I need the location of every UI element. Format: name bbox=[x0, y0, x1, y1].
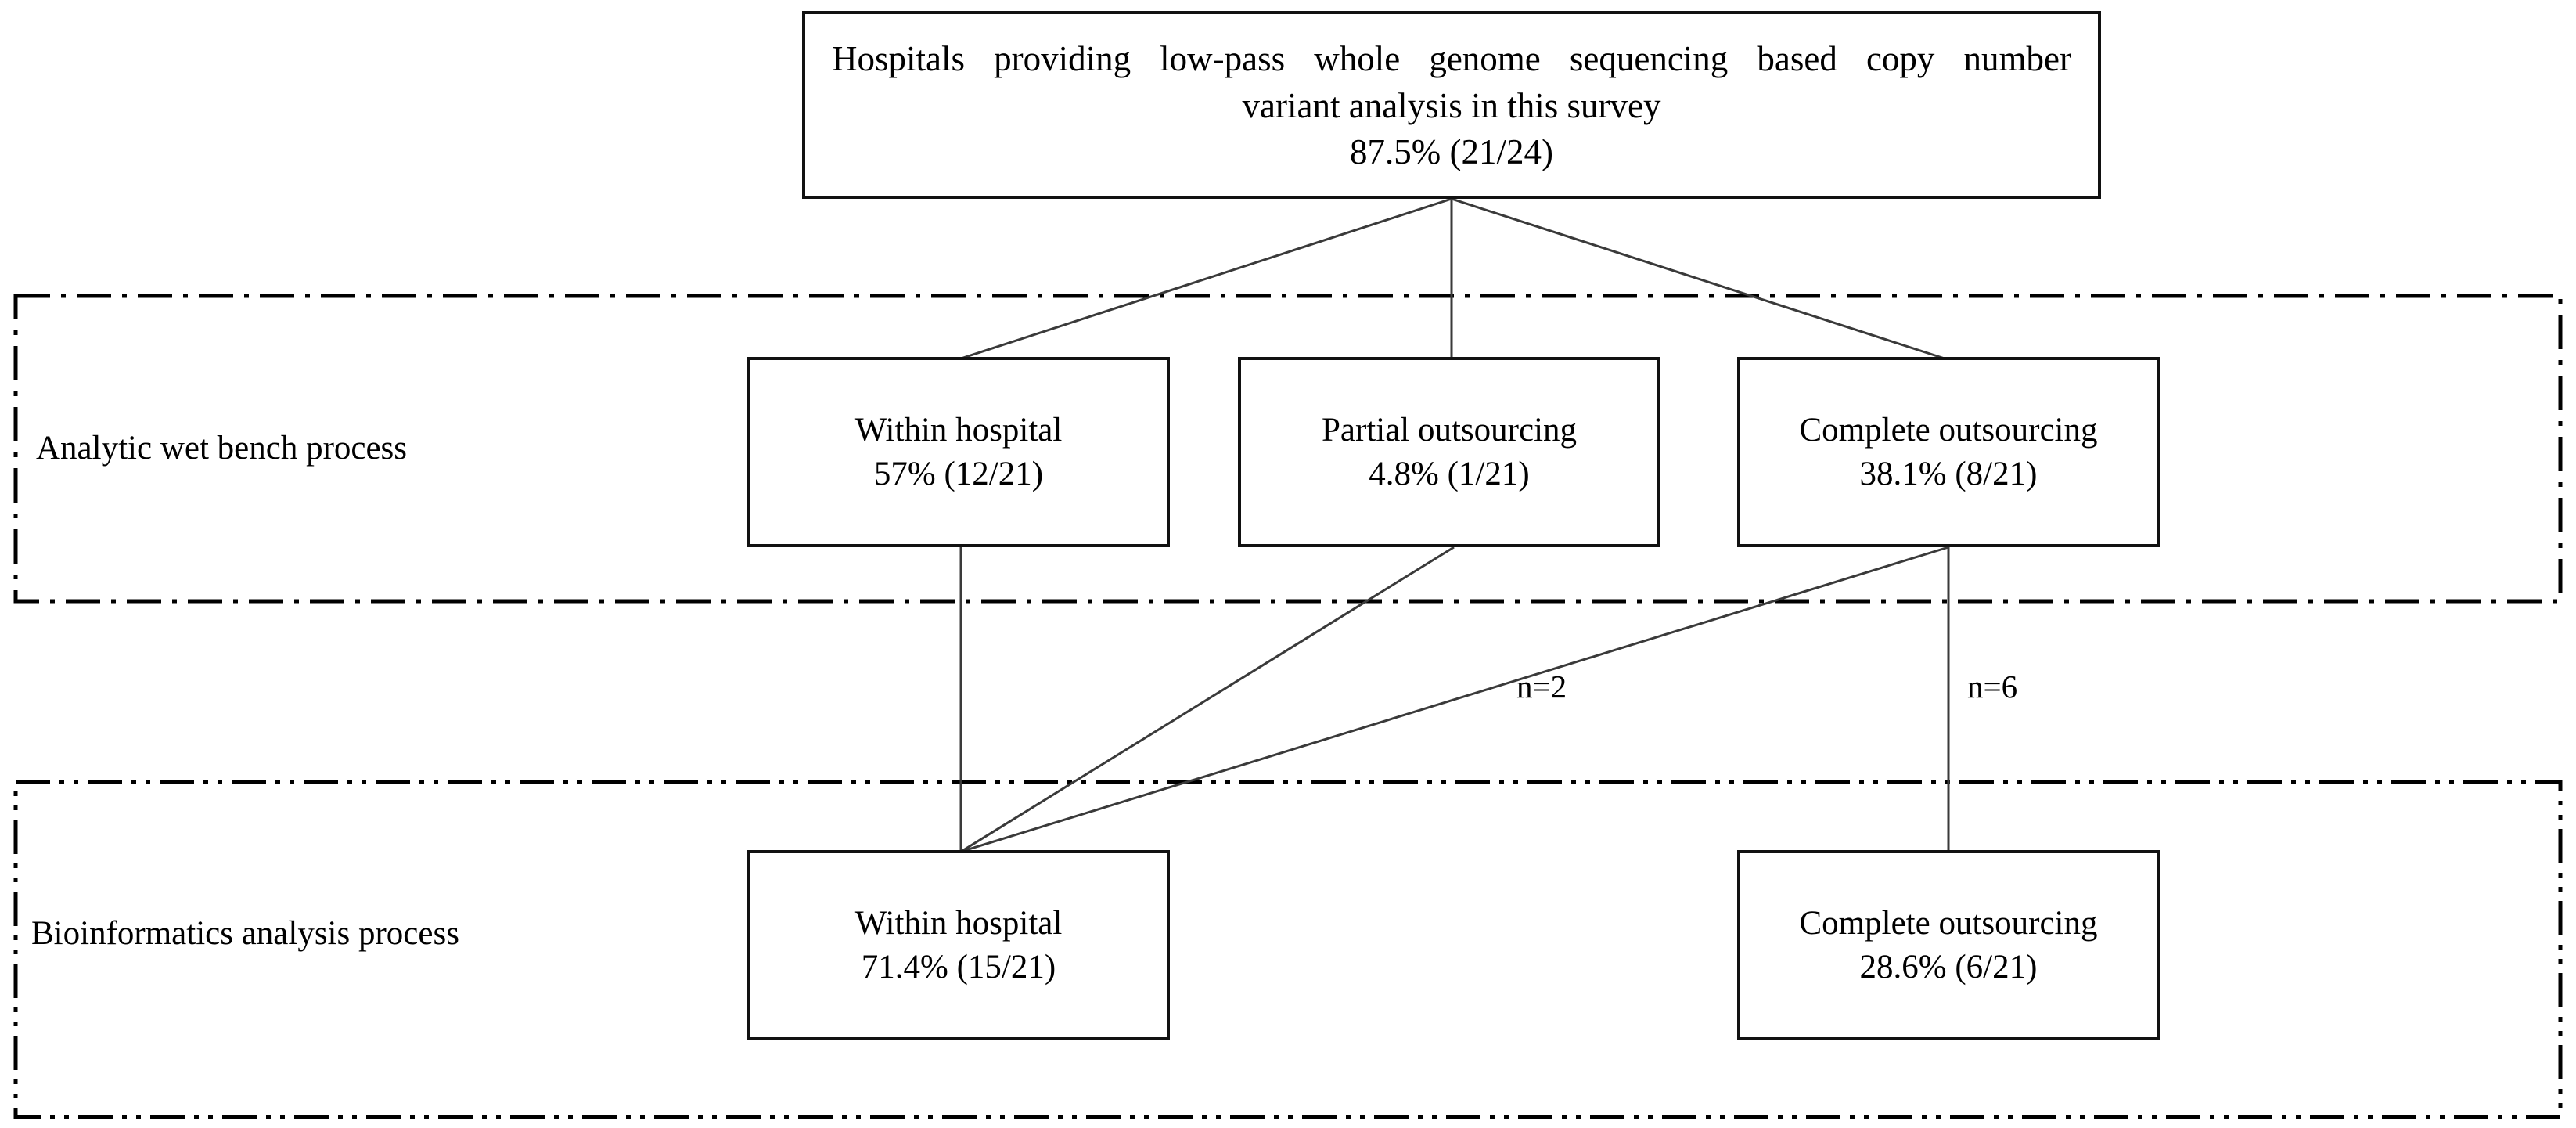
panel-label-wet-bench: Analytic wet bench process bbox=[36, 430, 408, 467]
panel-bioinformatics-border bbox=[13, 780, 2563, 1119]
panel-wet-bench-border bbox=[13, 294, 2563, 604]
node-wet-complete-outsourcing[interactable]: Complete outsourcing 38.1% (8/21) bbox=[1737, 357, 2160, 547]
node-wet-partial-outsourcing-label: Partial outsourcing bbox=[1321, 411, 1578, 449]
node-wet-within-hospital-value: 57% (12/21) bbox=[873, 455, 1044, 492]
edge-root-to-complete-outsourcing bbox=[1451, 197, 1945, 360]
node-bio-within-hospital[interactable]: Within hospital 71.4% (15/21) bbox=[747, 850, 1170, 1040]
node-root[interactable]: Hospitals providing low-pass whole genom… bbox=[802, 11, 2101, 199]
node-wet-partial-outsourcing[interactable]: Partial outsourcing 4.8% (1/21) bbox=[1238, 357, 1660, 547]
node-wet-partial-outsourcing-value: 4.8% (1/21) bbox=[1369, 455, 1530, 492]
edge-complete-to-bio-within bbox=[960, 546, 1949, 853]
node-wet-within-hospital-label: Within hospital bbox=[854, 411, 1063, 449]
node-root-line3: 87.5% (21/24) bbox=[1350, 132, 1553, 171]
node-wet-complete-outsourcing-value: 38.1% (8/21) bbox=[1859, 455, 2038, 492]
node-bio-within-hospital-value: 71.4% (15/21) bbox=[861, 948, 1056, 986]
node-root-line2: variant analysis in this survey bbox=[1242, 86, 1661, 126]
node-wet-within-hospital[interactable]: Within hospital 57% (12/21) bbox=[747, 357, 1170, 547]
panel-label-bioinformatics: Bioinformatics analysis process bbox=[31, 915, 459, 952]
edge-partial-to-bio-within bbox=[960, 546, 1455, 853]
node-root-line1: Hospitals providing low-pass whole genom… bbox=[832, 38, 2071, 78]
edge-label-n6: n=6 bbox=[1967, 669, 2018, 705]
edge-label-n2: n=2 bbox=[1516, 669, 1567, 705]
node-wet-complete-outsourcing-label: Complete outsourcing bbox=[1799, 411, 2098, 449]
edge-root-to-within-hospital bbox=[960, 197, 1452, 360]
node-bio-complete-outsourcing-value: 28.6% (6/21) bbox=[1859, 948, 2038, 986]
node-bio-within-hospital-label: Within hospital bbox=[854, 904, 1063, 942]
node-bio-complete-outsourcing-label: Complete outsourcing bbox=[1799, 904, 2098, 942]
node-bio-complete-outsourcing[interactable]: Complete outsourcing 28.6% (6/21) bbox=[1737, 850, 2160, 1040]
